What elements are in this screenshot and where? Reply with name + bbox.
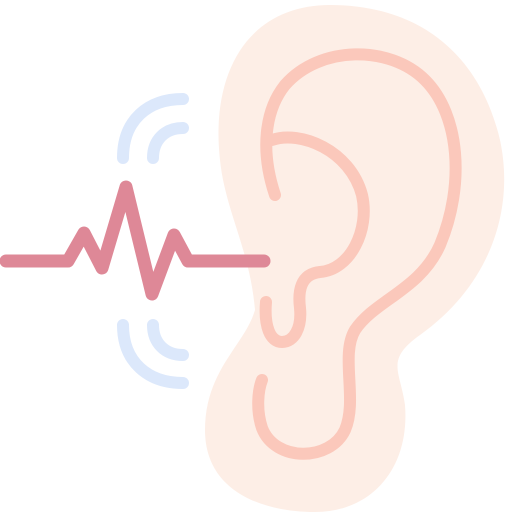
sound-arc-icon	[117, 93, 189, 389]
sound-arc-bottom-inner	[147, 319, 189, 361]
ear-shape	[205, 5, 505, 512]
sound-arc-top-outer	[117, 93, 189, 164]
sound-arc-top-inner	[147, 122, 189, 164]
ear-icon	[205, 5, 505, 512]
sound-wave-icon	[0, 180, 271, 301]
ear-helix-outline	[252, 48, 462, 460]
sound-arc-bottom-outer	[117, 319, 189, 389]
ear-antihelix-outline	[259, 131, 370, 348]
sound-wave-line	[0, 180, 271, 301]
